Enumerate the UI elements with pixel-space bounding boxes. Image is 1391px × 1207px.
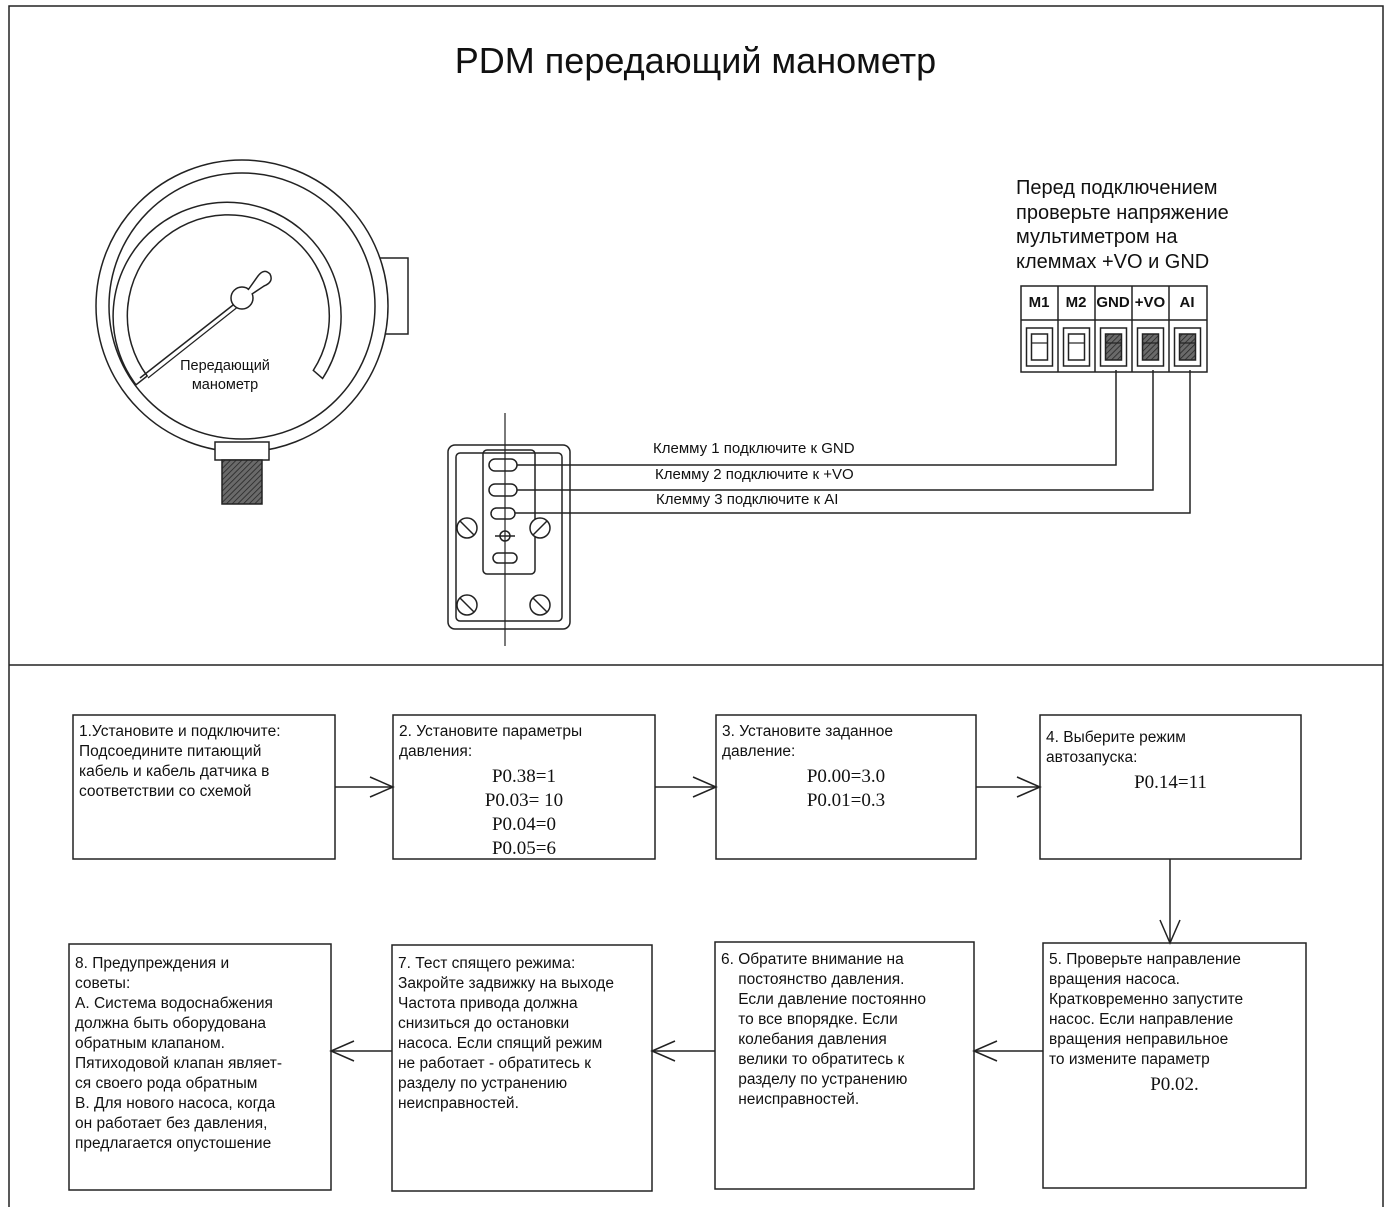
note-line: мультиметром на [1016,226,1178,248]
step-text-line: 3. Установите заданное [722,723,894,740]
terminal-label-vo: +VO [1134,294,1166,311]
step-text-line: 2. Установите параметры [399,723,583,740]
voltage-check-note: Перед подключением проверьте напряжение … [1016,176,1316,274]
step-text-line: он работает без давления, [75,1115,268,1132]
step-text-line: вращения неправильное [1049,1031,1229,1048]
step-3-box: 3. Установите заданное давление: P0.00=3.0… [716,718,976,859]
terminal-label-gnd: GND [1096,294,1130,311]
step-4-box: 4. Выберите режим автозапуска: P0.14=11 [1040,724,1301,859]
step-text-line: соответствии со схемой [79,783,252,800]
parameter-formula: P0.04=0 [491,814,557,835]
note-line: клеммах +VO и GND [1016,250,1210,273]
terminal-slot-5 [1173,327,1202,367]
parameter-formula: P0.03= 10 [484,790,564,811]
parameter-formula: P0.02. [1150,1074,1199,1095]
parameter-formula: P0.01=0.3 [806,790,886,811]
step-6-box: 6. Обратите внимание на постоянство давл… [715,946,974,1189]
parameter-formula: P0.00=3.0 [806,766,886,787]
note-line: проверьте напряжение [1016,201,1229,224]
gauge-label-line: Передающий [180,358,270,374]
step-text-line: насос. Если направление [1049,1011,1234,1028]
wire-1-gnd [517,370,1117,466]
step-5-box: 5. Проверьте направление вращения насоса.… [1043,946,1306,1188]
step-text-line: давление: [722,743,796,760]
terminal-label-m1: M1 [1028,294,1050,311]
step-text-line: то все впорядке. Если [721,1011,898,1028]
step-text-line: должна быть оборудована [75,1015,267,1032]
wire-2-vo [517,370,1154,491]
step-text-line: вращения насоса. [1049,971,1180,988]
terminal-label-ai: AI [1179,294,1195,311]
terminal-slot-4 [1136,327,1165,367]
step-text-line: A. Система водоснабжения [75,995,273,1012]
step-text-line: Кратковременно запустите [1049,991,1244,1008]
wire-label-1: Клемму 1 подключите к GND [653,440,855,457]
step-text-line: советы: [75,975,131,992]
step-text-line: ся своего рода обратным [75,1075,258,1092]
gauge-label-line: манометр [191,377,259,393]
flow-arrows [329,776,1181,1062]
step-text-line: Частота привода должна [398,995,578,1012]
step-text-line: предлагается опустошение [75,1135,272,1152]
step-text-line: давления: [399,743,473,760]
note-line: Перед подключением [1016,177,1218,199]
wire-3-ai [515,370,1191,514]
arrow-5-to-6 [972,1040,1043,1062]
step-text-line: Если давление постоянно [721,991,926,1008]
step-8-box: 8. Предупреждения и советы: A. Система вод… [69,950,331,1190]
wire-label-2: Клемму 2 подключите к +VO [655,466,854,483]
step-text-line: разделу по устранению [721,1071,908,1088]
parameter-formula: P0.05=6 [491,838,557,859]
step-text-line: велики то обратитесь к [721,1051,905,1068]
step-text-line: 8. Предупреждения и [75,955,230,972]
step-text-line: не работает - обратитесь к [398,1055,592,1072]
terminal-label-m2: M2 [1065,294,1087,311]
step-text-line: Пятиходовой клапан являет- [75,1055,283,1072]
step-7-box: 7. Тест спящего режима: Закройте задвижку… [392,950,652,1191]
step-text-line: разделу по устранению [398,1075,568,1092]
arrow-2-to-3 [655,776,718,798]
step-text-line: колебания давления [721,1031,887,1048]
outer-frame [8,5,1384,1207]
step-text-line: обратным клапаном. [75,1035,225,1052]
step-text-line: то измените параметр [1049,1051,1210,1068]
step-text-line: 1.Установите и подключите: [79,723,281,740]
arrow-1-to-2 [335,776,395,798]
arrow-3-to-4 [976,776,1042,798]
sensor-connector [447,413,571,646]
step-text-line: 4. Выберите режим [1046,729,1186,746]
arrow-6-to-7 [650,1040,715,1062]
gauge-label: Передающий манометр [160,357,290,395]
step-text-line: автозапуска: [1046,749,1138,766]
step-text-line: постоянство давления. [721,971,905,988]
arrow-4-to-5 [1159,859,1181,945]
step-1-box: 1.Установите и подключите: Подсоедините п… [73,718,335,859]
pressure-gauge-icon [95,159,409,505]
step-text-line: 6. Обратите внимание на [721,951,904,968]
wire-label-3: Клемму 3 подключите к AI [656,491,839,508]
terminal-slot-1 [1025,327,1054,367]
step-text-line: неисправностей. [721,1091,860,1108]
step-text-line: Подсоедините питающий [79,743,262,760]
flow-boxes [68,714,1307,1192]
step-text-line: B. Для нового насоса, когда [75,1095,276,1112]
step-text-line: 5. Проверьте направление [1049,951,1241,968]
step-text-line: неисправностей. [398,1095,519,1112]
step-text-line: Закройте задвижку на выходе [398,975,614,992]
step-text-line: кабель и кабель датчика в [79,763,270,780]
step-text-line: снизиться до остановки [398,1015,570,1032]
terminal-slots [1025,327,1202,367]
terminal-slot-3 [1099,327,1128,367]
parameter-formula: P0.14=11 [1134,772,1207,793]
parameter-formula: P0.38=1 [491,766,557,787]
terminal-slot-2 [1062,327,1091,367]
step-text-line: 7. Тест спящего режима: [398,955,576,972]
arrow-7-to-8 [329,1040,392,1062]
connection-wires [515,370,1191,514]
step-text-line: насоса. Если спящий режим [398,1035,603,1052]
page-title: PDM передающий манометр [454,40,937,81]
